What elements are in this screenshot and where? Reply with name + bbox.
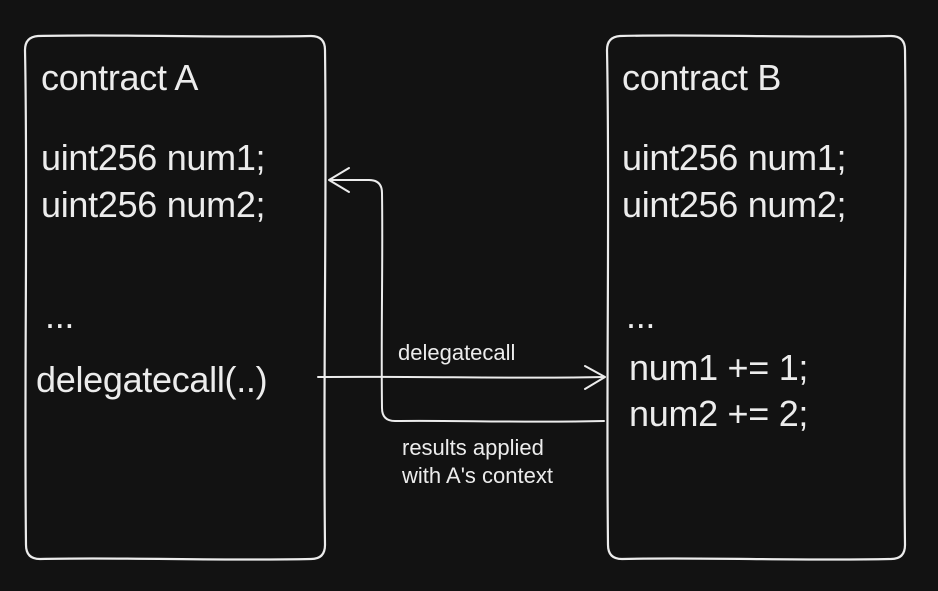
contract-a-field-num1: uint256 num1; — [41, 137, 266, 178]
contract-a-ellipsis: ... — [45, 295, 75, 336]
contract-b-box — [605, 34, 907, 561]
contract-b-field-num2: uint256 num2; — [622, 184, 847, 225]
contract-b-title: contract B — [622, 57, 782, 98]
results-arrow-line — [329, 179, 605, 423]
contract-a-field-num2: uint256 num2; — [41, 184, 266, 225]
contract-a-box — [23, 34, 327, 561]
results-arrowhead — [328, 167, 350, 193]
delegatecall-arrow-line — [317, 375, 605, 379]
contract-b-stmt-num2: num2 += 2; — [629, 393, 809, 434]
delegatecall-arrowhead — [584, 365, 606, 390]
contract-b-ellipsis: ... — [626, 295, 656, 336]
contract-b-stmt-num1: num1 += 1; — [629, 347, 809, 388]
contract-a-title: contract A — [41, 57, 199, 98]
results-label-line1: results applied — [402, 435, 544, 460]
results-label-line2: with A's context — [402, 463, 553, 488]
delegatecall-label: delegatecall — [398, 340, 516, 365]
contract-a-delegatecall: delegatecall(..) — [36, 359, 268, 400]
contract-b-field-num1: uint256 num1; — [622, 137, 847, 178]
